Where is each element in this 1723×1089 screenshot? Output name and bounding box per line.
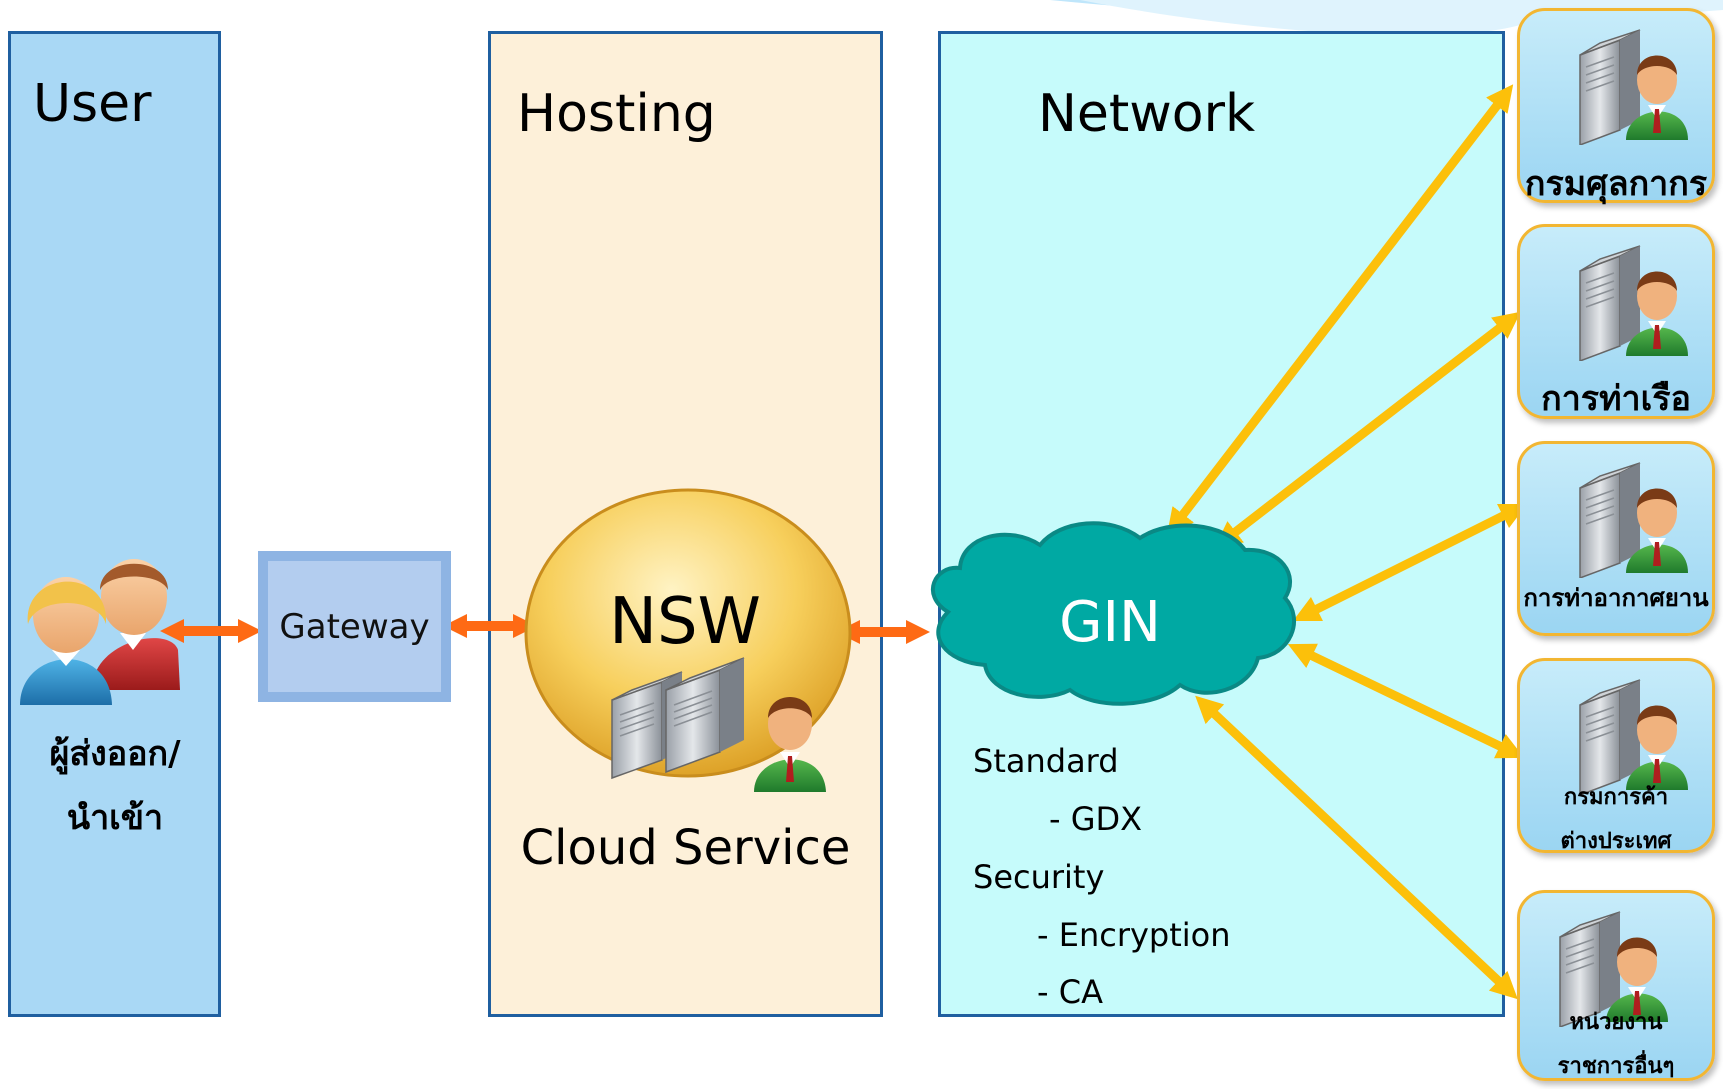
gateway-label: Gateway: [279, 606, 430, 647]
agency-port-authority: การท่าเรือ: [1517, 224, 1715, 419]
server-admin-icon: [1579, 29, 1688, 145]
agency-name-line2: ต่างประเทศ: [1560, 829, 1672, 854]
users-label-line2: นำเข้า: [66, 798, 164, 838]
encryption-label: - Encryption: [1037, 916, 1231, 954]
server-admin-icon: [1579, 679, 1688, 795]
gateway-box: Gateway: [258, 551, 451, 702]
users-label-line1: ผู้ส่งออก/: [49, 734, 181, 774]
nsw-server-icon: [611, 657, 745, 780]
agency-airports: การท่าอากาศยาน: [1517, 441, 1715, 636]
server-admin-icon: [1559, 911, 1668, 1027]
agency-name-line2: ราชการอื่นๆ: [1557, 1054, 1675, 1079]
agency-name-line1: หน่วยงาน: [1569, 1010, 1663, 1035]
gin-agency-2-arrow: [1292, 503, 1528, 622]
users-label: ผู้ส่งออก/ นำเข้า: [30, 722, 200, 850]
server-admin-icon: [1579, 245, 1688, 361]
gin-agency-1-arrow: [1214, 311, 1521, 549]
agency-name: การท่าอากาศยาน: [1523, 584, 1709, 612]
security-label: Security: [973, 858, 1105, 896]
nsw-admin-person-icon: [754, 697, 826, 792]
gin-agency-4-arrow: [1195, 695, 1518, 1000]
hosting-panel-title: Hosting: [517, 84, 716, 144]
agency-name: การท่าเรือ: [1541, 379, 1691, 419]
agency-foreign-trade: กรมการค้า ต่างประเทศ: [1517, 658, 1715, 854]
ca-label: - CA: [1037, 973, 1103, 1011]
gin-label: GIN: [1059, 590, 1161, 655]
server-admin-icon: [1579, 462, 1688, 578]
agency-name: หน่วยงาน ราชการอื่นๆ: [1520, 1001, 1712, 1089]
agency-customs: กรมศุลกากร: [1517, 8, 1715, 204]
agency-name: กรมศุลกากร: [1524, 164, 1708, 204]
agency-name-line1: กรมการค้า: [1563, 785, 1669, 810]
user-panel-title: User: [33, 74, 152, 134]
cloud-service-label: Cloud Service: [520, 820, 851, 876]
agency-name: กรมการค้า ต่างประเทศ: [1520, 776, 1712, 864]
standard-label: Standard: [973, 742, 1119, 780]
gdx-label: - GDX: [1049, 800, 1143, 838]
user-panel: User: [8, 31, 221, 1017]
agency-other-government: หน่วยงาน ราชการอื่นๆ: [1517, 890, 1715, 1081]
nsw-label: NSW: [609, 585, 761, 659]
